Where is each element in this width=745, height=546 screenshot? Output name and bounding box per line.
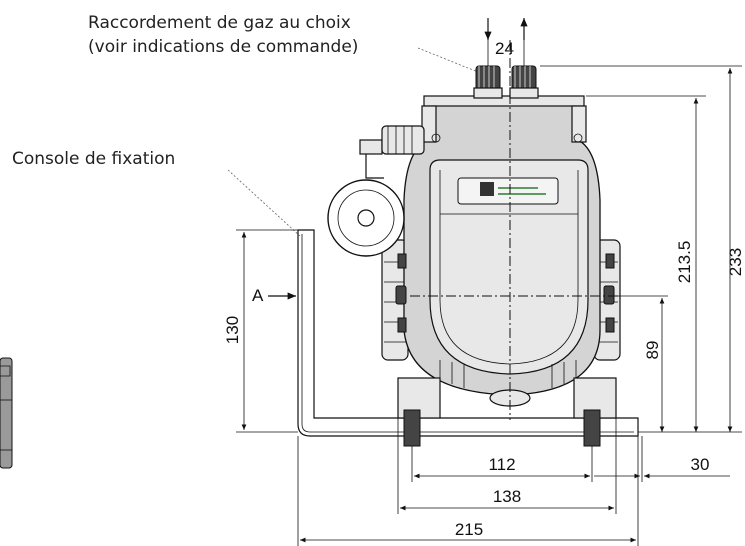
dimension-213-5: 213.5	[586, 95, 706, 432]
mounting-bracket	[297, 229, 639, 437]
dimension-30: 30	[594, 436, 730, 482]
dimension-112: 112	[411, 446, 593, 482]
dimension-130: 130	[223, 229, 298, 433]
dim-138-label: 138	[493, 487, 521, 506]
dim-130-label: 130	[223, 316, 242, 344]
dimension-89: 89	[618, 295, 668, 432]
pump-assembly	[381, 95, 621, 447]
dim-215-label: 215	[455, 520, 483, 539]
cable-gland	[381, 125, 425, 155]
right-foot-bolt	[583, 409, 601, 447]
side-view-fragment	[0, 357, 13, 469]
logo-mark-icon	[480, 182, 494, 196]
bracket-leader	[227, 169, 301, 237]
view-a-label: A	[252, 286, 264, 305]
dimension-138: 138	[397, 418, 617, 514]
top-flange	[423, 95, 585, 107]
dim-24-label: 24	[495, 39, 514, 58]
gas-fitting-left	[475, 65, 501, 91]
bracket-label: Console de fixation	[12, 149, 175, 169]
gas-fitting-right	[511, 65, 537, 91]
dimension-24: 24	[487, 39, 525, 66]
dim-233-label: 233	[726, 248, 745, 276]
left-foot-bolt	[403, 409, 421, 447]
dimension-233: 233	[540, 65, 745, 432]
dim-30-label: 30	[691, 455, 710, 474]
pressure-gauge	[327, 125, 425, 257]
gas-connection-label-line2: (voir indications de commande)	[88, 37, 358, 57]
dim-112-label: 112	[488, 455, 515, 474]
dim-89-label: 89	[643, 341, 662, 360]
nameplate	[457, 177, 559, 205]
dimension-215: 215	[297, 436, 639, 546]
dim-213-5-label: 213.5	[675, 241, 694, 284]
gas-connection-label-line1: Raccordement de gaz au choix	[88, 13, 351, 33]
gas-connections	[473, 18, 539, 99]
view-arrow-a: A	[252, 286, 296, 305]
front-cover	[429, 159, 589, 375]
gas-connection-leader	[417, 47, 479, 73]
